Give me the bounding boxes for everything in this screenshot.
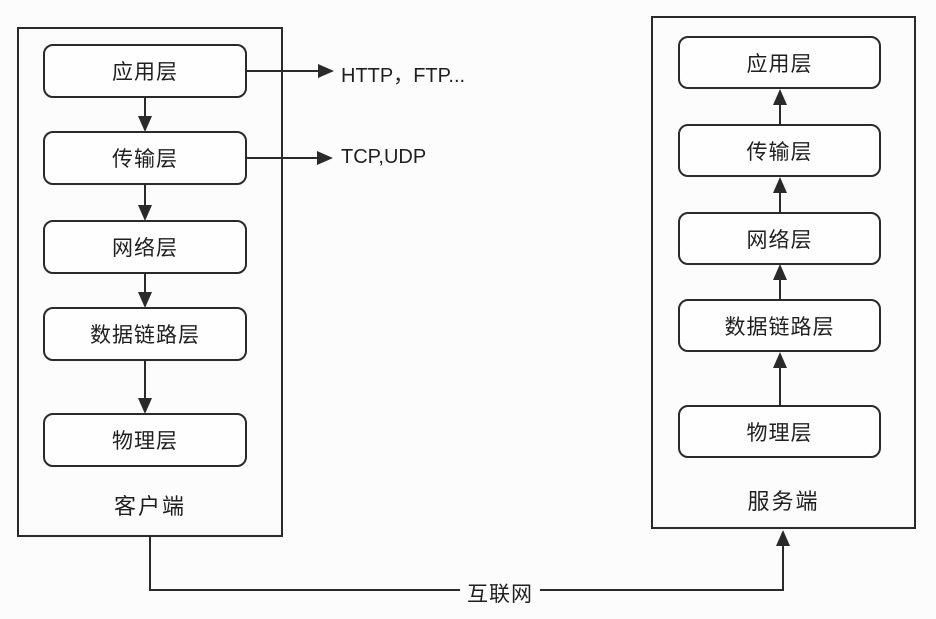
- client-title: 客户端: [113, 494, 186, 519]
- server-layer-transport-label: 传输层: [746, 140, 813, 164]
- client-layer-datalink-label: 数据链路层: [90, 324, 200, 347]
- client-layer-network: 网络层: [43, 220, 247, 274]
- transport-protocols-label: TCP,UDP: [341, 146, 427, 168]
- server-layer-datalink-label: 数据链路层: [724, 315, 835, 339]
- server-layer-physical-label: 物理层: [746, 421, 813, 445]
- application-protocols-label: HTTP，FTP...: [341, 65, 466, 87]
- server-layer-network: 网络层: [678, 212, 881, 265]
- client-layer-transport-label: 传输层: [112, 148, 178, 171]
- client-layer-network-label: 网络层: [112, 237, 178, 260]
- server-layer-application-label: 应用层: [746, 52, 813, 76]
- server-layer-application: 应用层: [678, 36, 881, 89]
- client-layer-datalink: 数据链路层: [43, 307, 247, 361]
- client-layer-physical: 物理层: [43, 413, 247, 467]
- client-container: [17, 27, 283, 537]
- server-title: 服务端: [747, 489, 820, 514]
- server-layer-physical: 物理层: [678, 405, 881, 458]
- server-container: [651, 16, 916, 529]
- server-layer-transport: 传输层: [678, 124, 881, 177]
- client-layer-physical-label: 物理层: [112, 430, 178, 453]
- client-layer-application: 应用层: [43, 44, 247, 98]
- client-layer-transport: 传输层: [43, 131, 247, 185]
- internet-label: 互联网: [460, 578, 540, 608]
- server-layer-network-label: 网络层: [746, 228, 813, 252]
- server-layer-datalink: 数据链路层: [678, 299, 881, 352]
- client-layer-application-label: 应用层: [112, 61, 178, 84]
